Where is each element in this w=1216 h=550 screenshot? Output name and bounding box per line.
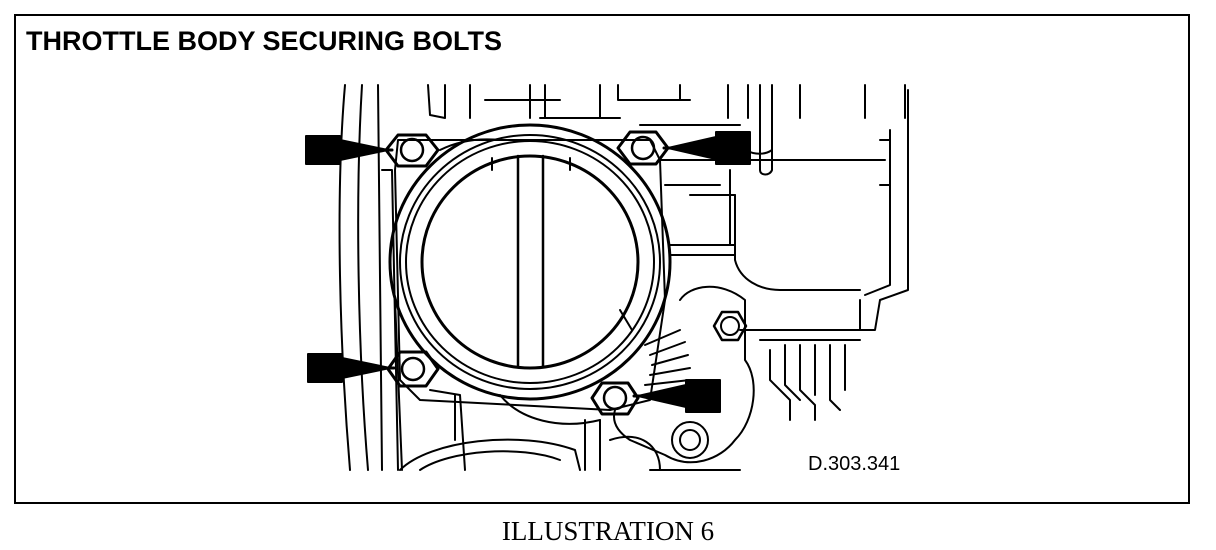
illustration-frame (14, 14, 1190, 504)
arrow-top-left (305, 135, 394, 165)
drawing-reference: D.303.341 (808, 453, 901, 475)
arrow-bottom-left (307, 353, 396, 383)
lower-parts (399, 389, 741, 471)
arrow-bottom-right (632, 379, 721, 413)
throttle-body (388, 123, 672, 411)
illustration-caption: ILLUSTRATION 6 (501, 516, 715, 546)
arrow-top-right (662, 131, 751, 165)
bolt-top-left (384, 133, 440, 168)
bolt-bottom-right (590, 381, 640, 416)
illustration-title: THROTTLE BODY SECURING BOLTS (26, 26, 503, 56)
connector (759, 339, 861, 421)
upper-structure (427, 84, 906, 176)
side-flange (612, 285, 755, 464)
bolt-top-right (616, 130, 670, 166)
cooling-fins (644, 329, 691, 386)
